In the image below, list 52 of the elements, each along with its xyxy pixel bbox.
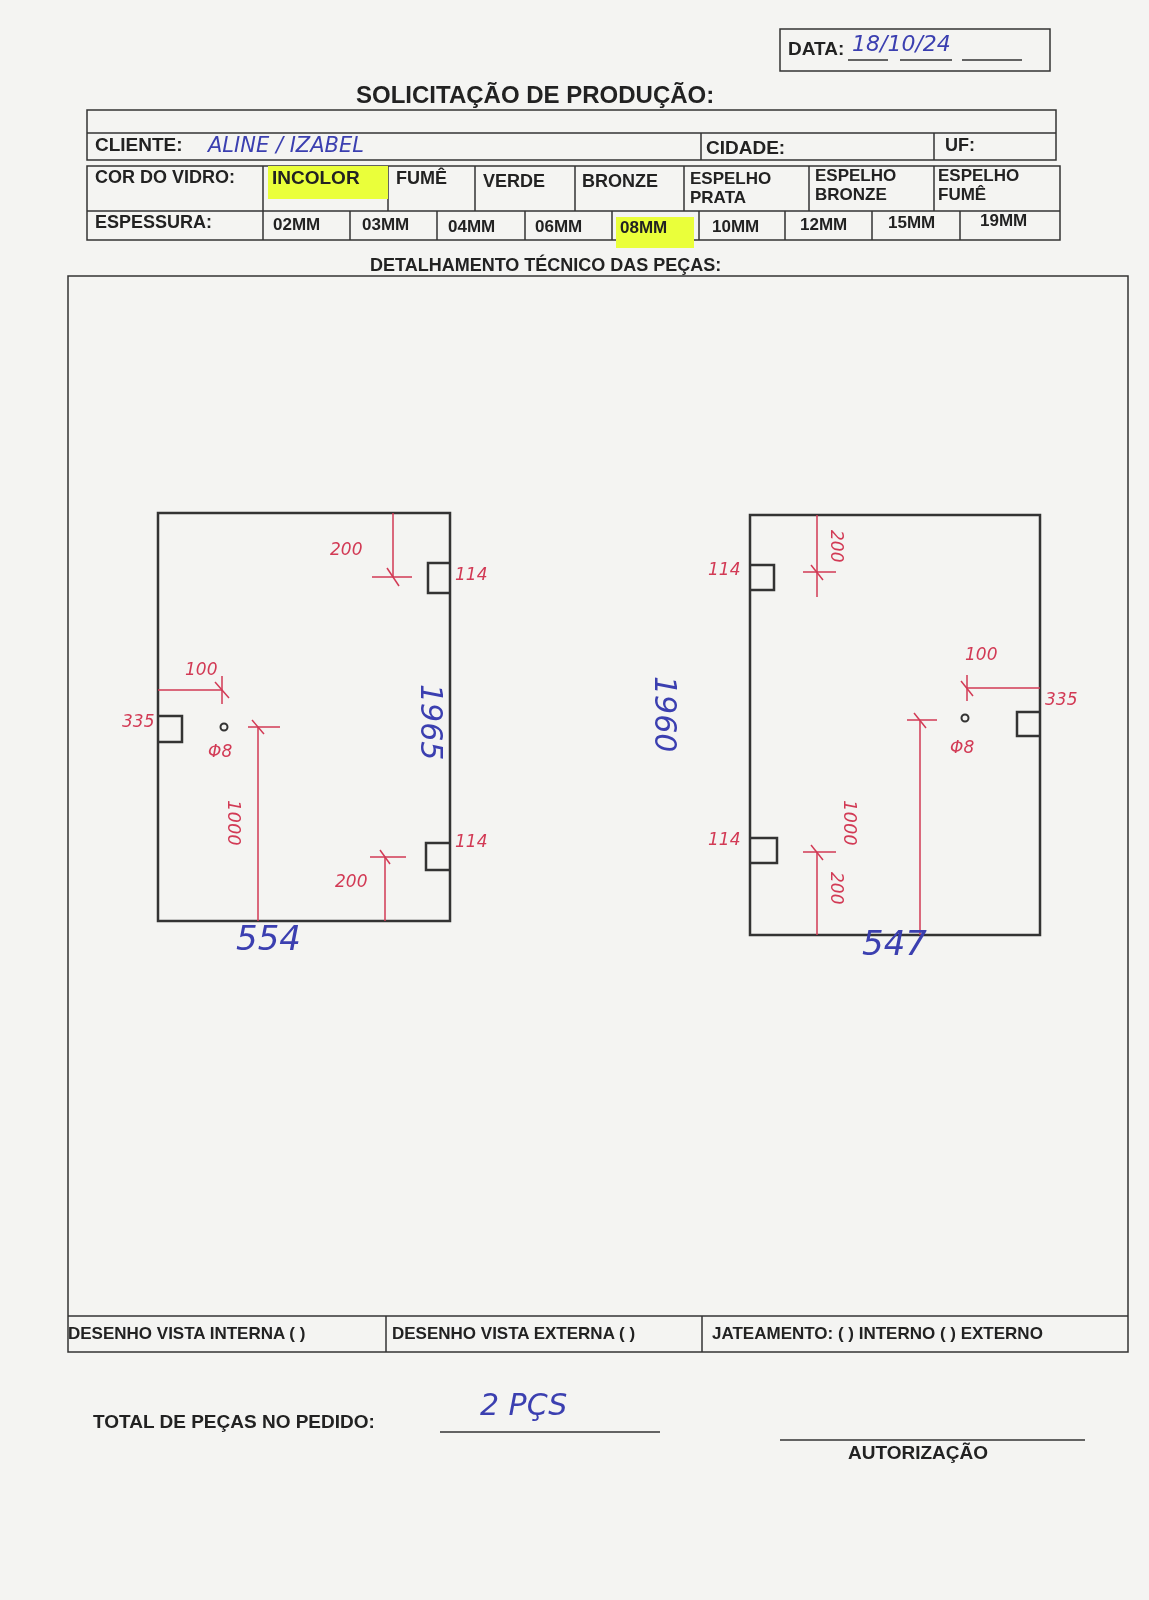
option-label: VERDE [483,172,545,192]
handwritten-client-name: ALINE / IZABEL [208,134,364,158]
handwritten-count: 2 PÇS [480,1388,568,1421]
option-label: ESPELHO FUMÊ [938,167,1021,205]
dimension-label: 554 [236,920,301,958]
option-label: FUMÊ [396,169,447,189]
option-label: ESPELHO BRONZE [815,167,898,205]
option-label: 19MM [980,212,1028,231]
dimension-label: 200 [335,872,368,891]
option-label: 06MM [535,218,583,237]
option-label: JATEAMENTO: ( ) INTERNO ( ) EXTERNO [712,1325,1043,1344]
field-label: TOTAL DE PEÇAS NO PEDIDO: [93,1412,375,1433]
dimension-label: 1000 [224,800,244,846]
dimension-label: Φ8 [950,738,975,757]
field-label: CLIENTE: [95,135,183,156]
dimension-label: 547 [862,925,927,963]
dimension-label: 335 [1045,690,1078,709]
option-label: 12MM [800,216,848,235]
dimension-label: 200 [827,530,846,563]
option-label: 03MM [362,216,410,235]
field-label: UF: [945,136,975,156]
selected-option: INCOLOR [268,166,388,199]
field-label: COR DO VIDRO: [95,168,236,188]
selected-option: 08MM [616,217,694,248]
option-label: DESENHO VISTA EXTERNA ( ) [392,1325,636,1344]
field-label: CIDADE: [706,138,786,159]
dimension-label: 200 [827,872,846,905]
dimension-label: 114 [455,565,488,584]
option-label: 15MM [888,214,936,233]
option-label: 02MM [273,216,321,235]
dimension-label: Φ8 [208,742,233,761]
dimension-label: 100 [185,660,218,679]
option-label: BRONZE [582,172,658,192]
option-label: 10MM [712,218,760,237]
handwritten-date: 18/10/24 [852,32,951,57]
field-label: AUTORIZAÇÃO [848,1443,989,1464]
field-label: ESPESSURA: [95,213,213,233]
dimension-label: 335 [122,712,155,731]
dimension-label: 1960 [649,676,682,753]
dimension-label: 114 [455,832,488,851]
field-label: DATA: [788,39,845,60]
section-heading: DETALHAMENTO TÉCNICO DAS PEÇAS: [370,256,722,276]
dimension-label: 114 [708,560,741,579]
option-label: ESPELHO PRATA [690,170,773,208]
dimension-label: 1000 [840,800,860,846]
dimension-label: 114 [708,830,741,849]
dimension-label: 100 [965,645,998,664]
option-label: 04MM [448,218,496,237]
option-label: DESENHO VISTA INTERNA ( ) [68,1325,306,1344]
form-title: SOLICITAÇÃO DE PRODUÇÃO: [356,82,715,109]
dimension-label: 1965 [415,684,448,761]
dimension-label: 200 [330,540,363,559]
